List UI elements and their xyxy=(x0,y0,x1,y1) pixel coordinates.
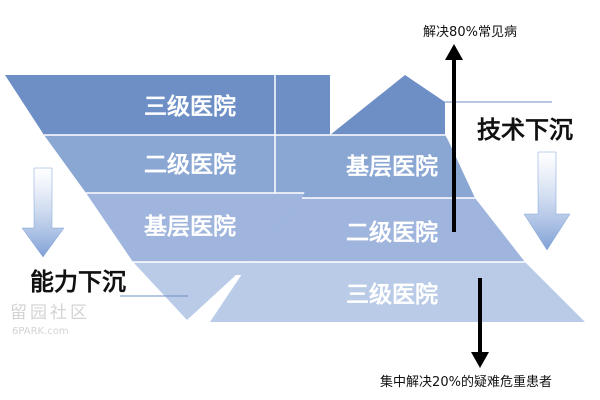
right-band-4 xyxy=(210,262,585,322)
right-pyramid: 基层医院 二级医院 三级医院 xyxy=(210,75,585,322)
left-down-arrow xyxy=(21,167,65,258)
left-level-3: 基层医院 xyxy=(144,213,236,240)
down-annotation-arrow xyxy=(471,278,489,368)
right-down-arrow xyxy=(523,151,571,251)
left-caption: 能力下沉 xyxy=(30,268,126,296)
up-annotation-arrow xyxy=(445,44,463,232)
watermark: 留园社区 6PARK.com xyxy=(10,303,90,337)
right-band-2 xyxy=(302,135,475,198)
left-funnel: 三级医院 二级医院 基层医院 xyxy=(5,75,330,320)
top-annotation: 解决80%常见病 xyxy=(423,25,517,40)
watermark-cn: 留园社区 xyxy=(10,303,90,323)
left-level-2: 二级医院 xyxy=(144,151,236,178)
watermark-en: 6PARK.com xyxy=(12,326,69,337)
left-band-1 xyxy=(5,75,330,135)
left-band-2 xyxy=(44,135,330,193)
right-band-1 xyxy=(330,75,445,135)
bottom-annotation: 集中解决20%的疑难危重患者 xyxy=(380,374,552,390)
right-band-3 xyxy=(250,198,525,262)
right-level-2: 二级医院 xyxy=(346,219,438,246)
right-caption: 技术下沉 xyxy=(477,116,573,144)
left-band-4 xyxy=(133,262,330,320)
right-level-3: 三级医院 xyxy=(346,281,438,308)
left-level-1: 三级医院 xyxy=(144,93,236,120)
right-level-1: 基层医院 xyxy=(346,153,438,180)
